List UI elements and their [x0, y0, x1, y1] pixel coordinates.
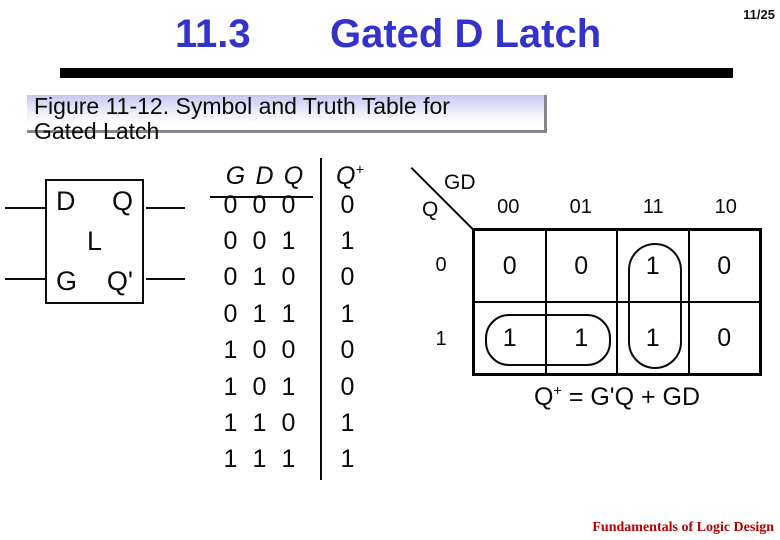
footer-text: Fundamentals of Logic Design	[592, 520, 774, 535]
truth-table-header-d: D	[255, 161, 274, 190]
latch-center-label: L	[86, 226, 103, 256]
kmap-cell: 0	[689, 231, 759, 301]
kmap-row-label-0: 0	[435, 253, 447, 276]
equation-superscript: +	[553, 383, 562, 400]
equation-base: Q	[533, 383, 554, 411]
figure-caption-line1: Figure 11-12. Symbol and Truth Table for	[34, 93, 450, 119]
latch-pin-label-qprime: Q'	[106, 266, 133, 296]
kmap-col-label-01: 01	[569, 196, 592, 218]
latch-row-middle: L	[56, 226, 133, 257]
truth-table-header-underline	[210, 196, 313, 198]
latch-pin-label-d: D	[56, 186, 76, 216]
truth-table-header-g: G	[225, 161, 246, 190]
figure-caption-box	[27, 95, 547, 133]
latch-row-bottom: G Q'	[56, 266, 133, 297]
truth-table-header-qplus: Q+	[336, 161, 364, 190]
kmap-col-label-10: 10	[714, 196, 737, 218]
kmap-cell: 0	[475, 231, 545, 301]
truth-table-header-q: Q	[283, 161, 304, 190]
figure-caption: Figure 11-12. Symbol and Truth Table for…	[34, 94, 554, 144]
kmap-group-oval-vertical	[628, 243, 682, 369]
section-number: 11.3	[175, 12, 251, 56]
kmap-row-labels: 0 1	[428, 228, 454, 376]
latch-wire-d	[5, 207, 45, 209]
latch-row-top: D Q	[56, 186, 133, 217]
kmap-col-label-00: 00	[497, 196, 520, 218]
latch-wire-q	[146, 207, 185, 209]
kmap-equation: Q+ = G'Q + GD	[472, 383, 762, 412]
latch-pin-label-g: G	[56, 266, 78, 296]
kmap-row-label-1: 1	[435, 327, 447, 350]
truth-table-column-divider	[320, 158, 322, 480]
latch-wire-g	[5, 278, 45, 280]
page-indicator: 11/25	[743, 7, 775, 22]
equation-rest: = G'Q + GD	[561, 383, 701, 411]
kmap-group-oval-horizontal	[485, 314, 611, 366]
kmap-cell: 0	[546, 231, 616, 301]
latch-symbol: D Q L G Q'	[45, 179, 144, 304]
page-title: Gated D Latch	[330, 12, 602, 56]
figure-caption-line2: Gated Latch	[34, 118, 160, 144]
kmap-col-label-11: 11	[642, 196, 664, 218]
latch-pin-label-q: Q	[111, 186, 133, 216]
kmap-side-label: Q	[422, 198, 439, 221]
kmap-cell: 0	[689, 303, 759, 373]
latch-wire-qprime	[146, 278, 185, 280]
kmap-top-label: GD	[444, 171, 476, 194]
truth-table-header: G D Q Q+	[216, 160, 364, 192]
kmap-column-labels: 00 01 11 10	[472, 196, 762, 219]
title-divider	[60, 68, 733, 78]
